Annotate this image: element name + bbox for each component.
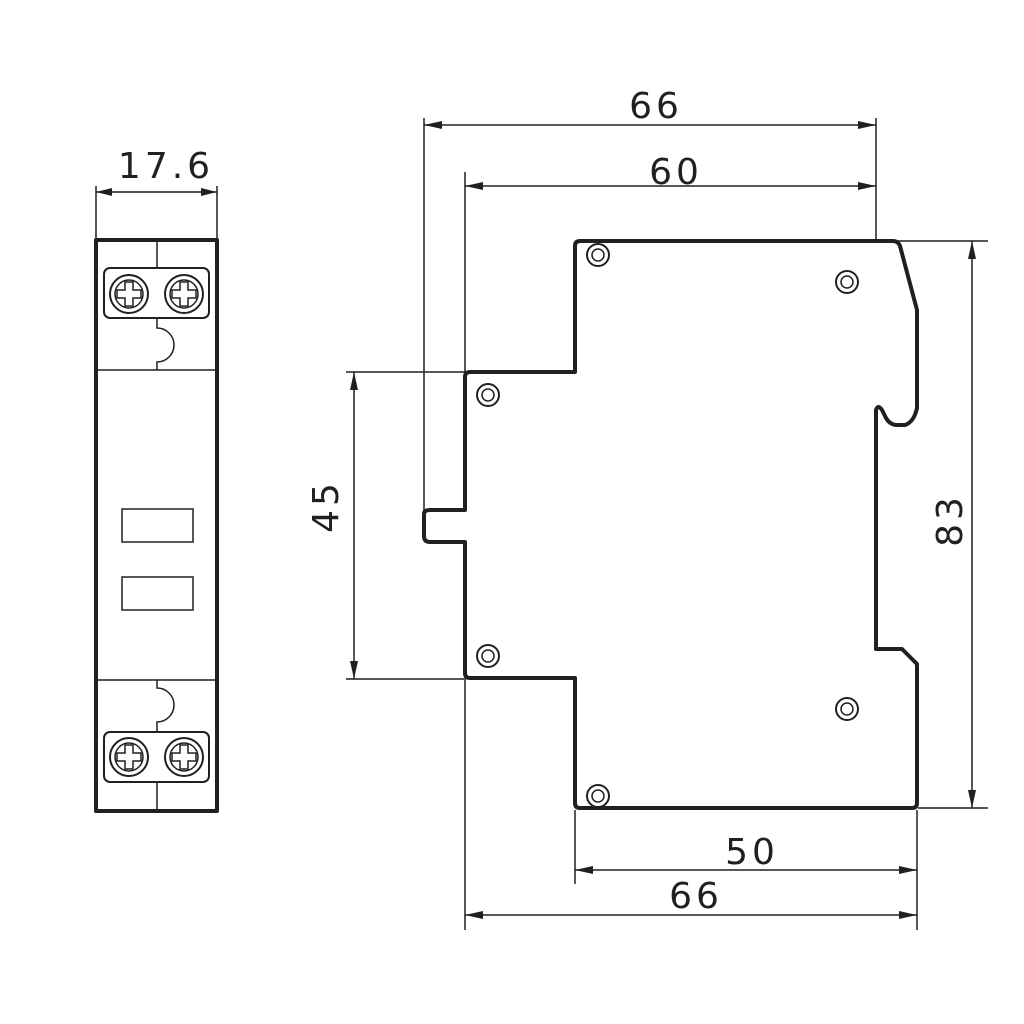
screw-icon <box>109 274 149 314</box>
base-depth-label: 50 <box>725 832 779 873</box>
front-width-label: 17.6 <box>118 146 214 187</box>
screw-icon <box>164 274 204 314</box>
rivet-icon <box>586 243 610 267</box>
bottom-depth-dimension: 66 <box>464 680 917 930</box>
rivet-icon <box>476 383 500 407</box>
rivet-icon <box>476 644 500 668</box>
base-depth-dimension: 50 <box>574 810 918 930</box>
indicator-window-bottom <box>121 576 194 611</box>
overall-height-dimension: 83 <box>895 240 988 809</box>
side-body-outline <box>422 239 919 810</box>
body-depth-dimension: 60 <box>464 152 876 372</box>
rivet-icon <box>835 270 859 294</box>
screw-icon <box>164 737 204 777</box>
rivet-icon <box>835 697 859 721</box>
side-view: 66 60 45 83 <box>306 86 988 930</box>
body-depth-label: 60 <box>649 152 703 193</box>
rivet-icon <box>586 784 610 808</box>
screw-icon <box>109 737 149 777</box>
overall-depth-label: 66 <box>629 86 683 127</box>
front-width-dimension: 17.6 <box>95 146 218 240</box>
overall-depth-dimension: 66 <box>423 86 877 512</box>
bottom-terminal-block <box>103 680 210 783</box>
indicator-window-top <box>121 508 194 543</box>
bottom-depth-label: 66 <box>669 876 723 917</box>
rail-height-dimension: 45 <box>306 371 466 680</box>
rail-height-label: 45 <box>306 479 347 533</box>
overall-height-label: 83 <box>930 493 971 547</box>
top-terminal-block <box>103 267 210 370</box>
front-view: 17.6 <box>94 146 219 813</box>
